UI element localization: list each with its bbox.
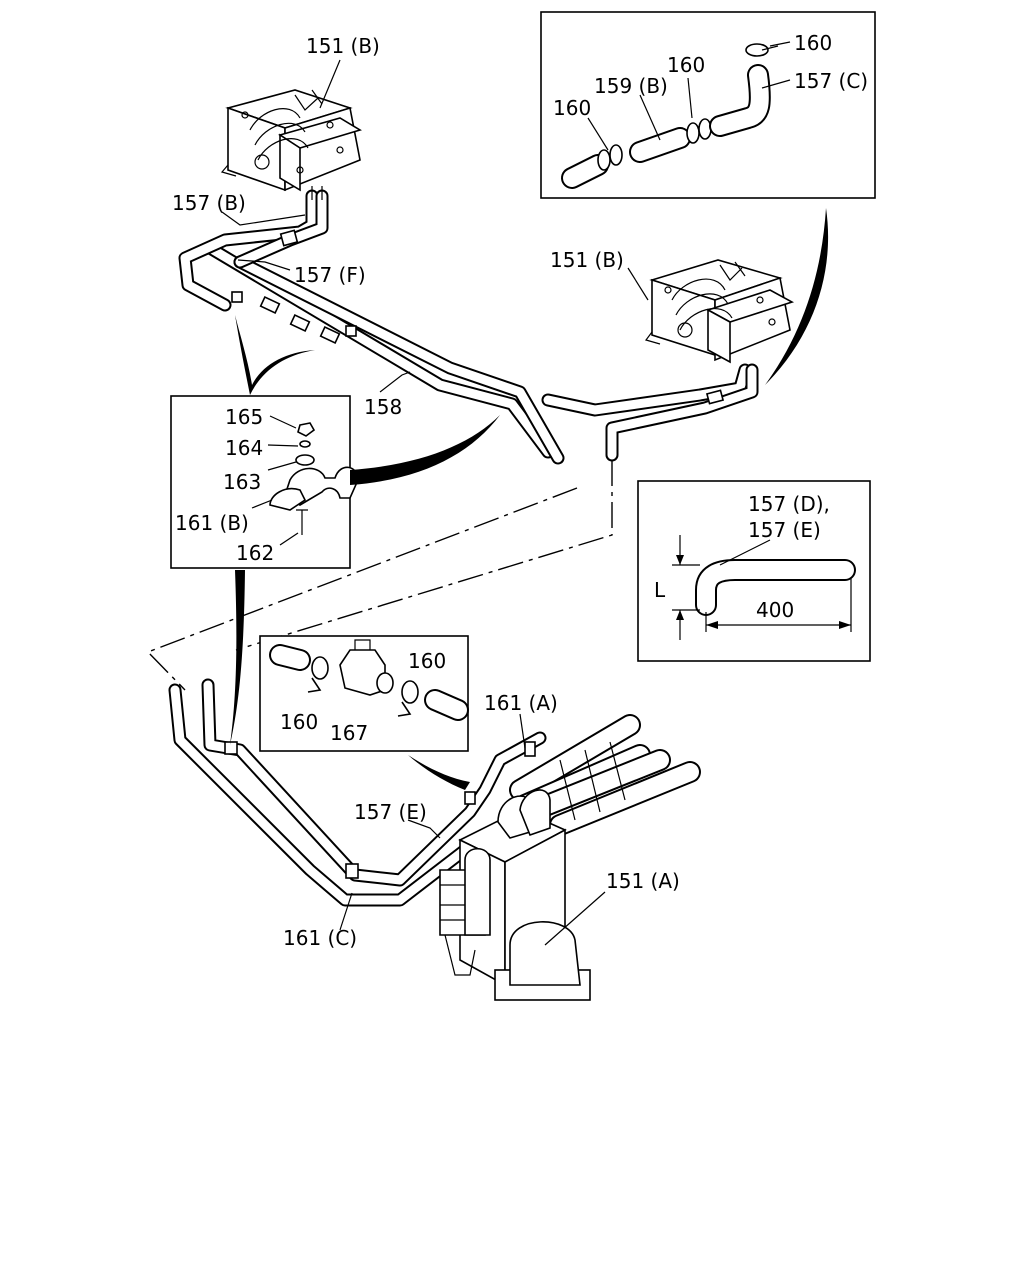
heater-unit-151a (439, 714, 701, 1001)
heater-unit-151b-right (644, 259, 795, 364)
pipe-157f (233, 189, 329, 269)
label-dimension-l: L (654, 578, 666, 602)
pipe-clips (224, 229, 725, 879)
inset-clamp-parts (170, 395, 359, 569)
leader-lines (221, 41, 791, 946)
label-151a: 151 (A) (606, 869, 680, 893)
label-161c: 161 (C) (283, 926, 357, 950)
label-162: 162 (236, 541, 274, 565)
label-dimension-400: 400 (756, 598, 794, 622)
label-160-valve-right: 160 (408, 649, 446, 673)
leader-swooshes (230, 208, 829, 790)
label-158: 158 (364, 395, 402, 419)
label-161a: 161 (A) (484, 691, 558, 715)
label-151b-right: 151 (B) (550, 248, 624, 272)
label-165: 165 (225, 405, 263, 429)
inset-hose-dimension (637, 480, 871, 662)
label-160-valve-left: 160 (280, 710, 318, 734)
label-167: 167 (330, 721, 368, 745)
pipe-right-branch (541, 363, 759, 462)
label-151b-top: 151 (B) (306, 34, 380, 58)
pipe-lower-run (168, 678, 547, 907)
label-157f: 157 (F) (294, 263, 366, 287)
label-157de-line1: 157 (D), (748, 492, 830, 516)
label-163: 163 (223, 470, 261, 494)
label-160-left: 160 (553, 96, 591, 120)
label-157b: 157 (B) (172, 191, 246, 215)
inset-valve-parts (259, 635, 469, 752)
label-161b: 161 (B) (175, 511, 249, 535)
label-159b: 159 (B) (594, 74, 668, 98)
heater-unit-151b-top (220, 89, 362, 200)
label-160-mid: 160 (667, 53, 705, 77)
label-157de-line2: 157 (E) (748, 518, 821, 542)
hose-bundle (509, 714, 701, 836)
pipe-158 (203, 241, 565, 465)
label-164: 164 (225, 436, 263, 460)
label-157e: 157 (E) (354, 800, 427, 824)
inset-hose-fittings (540, 11, 876, 199)
callout-labels: 151 (B) 157 (B) 157 (F) 158 151 (B) 160 … (172, 31, 868, 950)
label-160-top: 160 (794, 31, 832, 55)
label-157c: 157 (C) (794, 69, 868, 93)
assembly-lines (146, 460, 613, 691)
